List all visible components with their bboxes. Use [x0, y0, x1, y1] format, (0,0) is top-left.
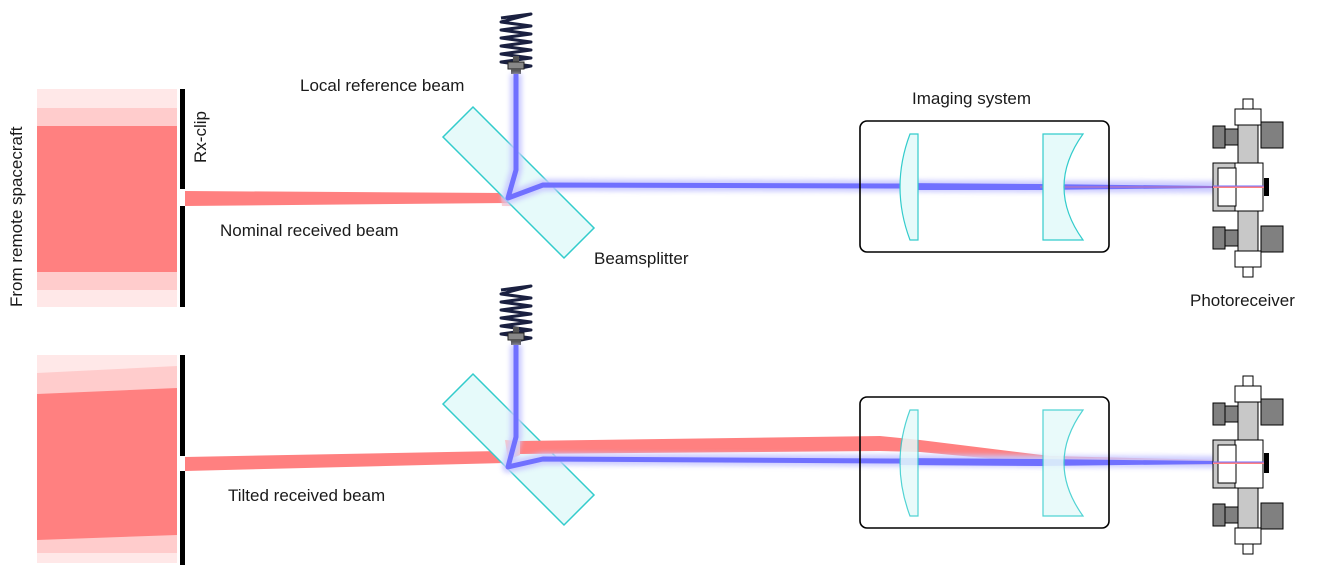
incoming-beam-nominal: [37, 89, 177, 307]
tilted-panel: [37, 284, 1284, 565]
tilted-received-beam-label: Tilted received beam: [228, 486, 386, 505]
rx-clip-label: Rx-clip: [191, 111, 210, 163]
nominal-received-beam-label: Nominal received beam: [220, 221, 399, 240]
from-remote-spacecraft-label: From remote spacecraft: [7, 126, 26, 307]
imaging-system-label: Imaging system: [912, 89, 1032, 108]
rx-clip-nominal: [180, 89, 185, 307]
beamsplitter-label: Beamsplitter: [594, 249, 689, 268]
local-reference-beam-label: Local reference beam: [300, 76, 465, 95]
rx-clip-tilted: [180, 355, 185, 565]
received-beam-nominal: [185, 191, 508, 206]
fiber-coupler-bottom: [499, 284, 533, 345]
photoreceiver-label: Photoreceiver: [1190, 291, 1295, 310]
photoreceiver-tilted: [1212, 375, 1284, 555]
imaging-system-nominal: [859, 120, 1110, 253]
received-beam-tilted: [185, 451, 505, 471]
nominal-panel: [37, 12, 1284, 307]
imaging-system-tilted: [859, 396, 1110, 529]
photoreceiver-nominal: [1212, 98, 1284, 278]
fiber-coupler-top: [499, 12, 533, 74]
incoming-beam-tilted: [37, 355, 177, 563]
